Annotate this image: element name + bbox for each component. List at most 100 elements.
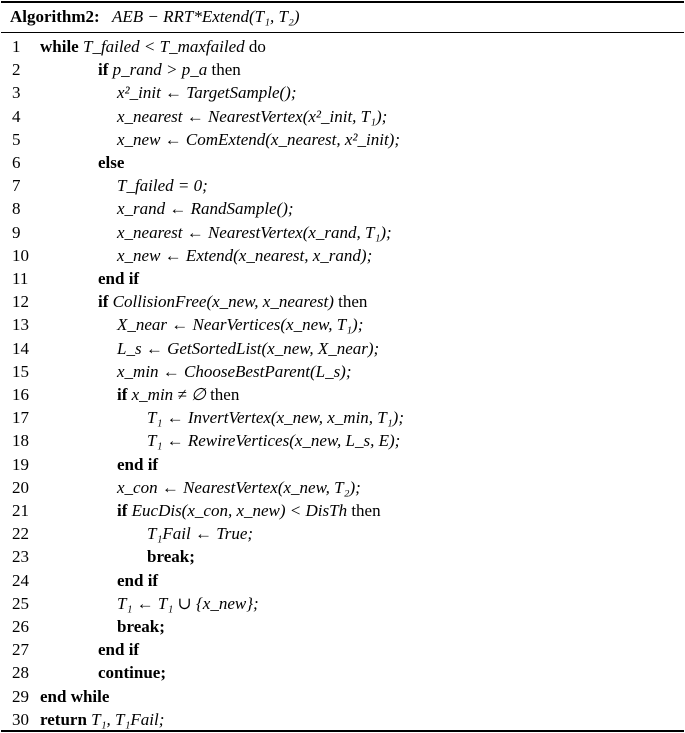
keyword: else [98,153,125,172]
line-number: 11 [12,269,29,288]
line-code: while T_failed < T_maxfailed do [40,35,266,58]
expression: p_rand > p_a [112,60,208,80]
algorithm-title: Algorithm2: AEB − RRT*Extend(T₁, T₂) [10,4,300,30]
line-code: if CollisionFree(x_new, x_nearest) then [98,290,367,313]
line-number: 4 [12,106,21,126]
line-number: 1 [12,37,21,56]
expression: X_near ← NearVertices(x_new, T₁); [117,315,364,335]
line-number: 26 [12,617,29,636]
algorithm-line: 19 end if [0,453,685,476]
line-code: x_nearest ← NearestVertex(x_rand, T₁); [117,221,392,244]
keyword: end if [98,269,140,288]
expression: T₁ ← InvertVertex(x_new, x_min, T₁); [147,408,404,428]
line-code: x²_init ← TargetSample(); [117,81,297,104]
expression: x_new ← ComExtend(x_nearest, x²_init); [117,129,400,149]
line-number: 5 [12,129,21,149]
expression: x_con ← NearestVertex(x_new, T₂); [117,477,361,497]
line-code: end if [117,453,158,476]
line-code: T₁Fail ← True; [147,522,253,545]
line-code: return T₁, T₁Fail; [40,708,164,731]
expression: T_failed = 0; [117,176,208,196]
algorithm-line: 14 L_s ← GetSortedList(x_new, X_near); [0,337,685,360]
keyword: if [117,385,128,404]
keyword: return [40,709,87,729]
algorithm-line: 26 break; [0,615,685,638]
line-code: T₁ ← RewireVertices(x_new, L_s, E); [147,429,400,452]
algorithm-label: Algorithm2: [10,7,100,26]
expression: x_nearest ← NearestVertex(x²_init, T₁); [117,106,388,126]
line-code: x_min ← ChooseBestParent(L_s); [117,360,352,383]
keyword: end if [117,570,159,590]
line-code: x_nearest ← NearestVertex(x²_init, T₁); [117,105,387,128]
line-code: break; [147,545,195,568]
line-code: end if [98,638,139,661]
line-number: 10 [12,245,29,265]
expression: T₁Fail ← True; [147,524,254,544]
line-number: 15 [12,361,29,381]
line-number: 25 [12,593,29,613]
algorithm-line: 7 T_failed = 0; [0,174,685,197]
top-rule [1,1,684,3]
line-code: continue; [98,661,166,684]
line-number: 2 [12,60,21,80]
algorithm-line: 16 if x_min ≠ ∅ then [0,383,685,406]
line-code: T_failed = 0; [117,174,208,197]
keyword: if [98,292,109,312]
line-number: 21 [12,501,29,520]
line-number: 29 [12,686,29,706]
line-number: 27 [12,640,29,660]
line-number: 7 [12,176,21,196]
line-number: 19 [12,454,29,474]
line-code: L_s ← GetSortedList(x_new, X_near); [117,337,379,360]
expression: T₁ ← RewireVertices(x_new, L_s, E); [147,431,401,451]
line-number: 8 [12,199,21,219]
algorithm-line: 22 T₁Fail ← True; [0,522,685,545]
then-keyword: then [211,60,241,80]
line-number: 6 [12,153,21,172]
line-number: 16 [12,385,29,404]
then-keyword: then [210,385,240,404]
line-code: T₁ ← InvertVertex(x_new, x_min, T₁); [147,406,404,429]
line-code: x_rand ← RandSample(); [117,197,294,220]
algorithm-line: 5 x_new ← ComExtend(x_nearest, x²_init); [0,128,685,151]
keyword: while [40,37,79,56]
line-code: x_new ← ComExtend(x_nearest, x²_init); [117,128,400,151]
algorithm-line: 4 x_nearest ← NearestVertex(x²_init, T₁); [0,105,685,128]
line-number: 12 [12,292,29,312]
line-number: 14 [12,338,29,358]
algorithm-line: 17 T₁ ← InvertVertex(x_new, x_min, T₁); [0,406,685,429]
line-number: 20 [12,477,29,497]
line-code: break; [117,615,165,638]
expression: x_min ← ChooseBestParent(L_s); [117,361,352,381]
algorithm-signature: AEB − RRT*Extend(T₁, T₂) [111,7,300,26]
expression: x²_init ← TargetSample(); [117,83,297,103]
expression: T_failed < T_maxfailed [82,37,245,56]
keyword: end if [98,640,140,660]
expression: x_min ≠ ∅ [131,385,206,404]
algorithm-line: 12 if CollisionFree(x_new, x_nearest) the… [0,290,685,313]
line-number: 9 [12,222,21,242]
line-number: 17 [12,408,29,428]
algorithm-line: 8 x_rand ← RandSample(); [0,197,685,220]
keyword: break; [117,617,165,636]
line-number: 24 [12,570,29,590]
algorithm-line: 9 x_nearest ← NearestVertex(x_rand, T₁); [0,221,685,244]
algorithm-line: 24 end if [0,569,685,592]
line-number: 22 [12,524,29,544]
keyword: if [98,60,109,80]
algorithm-line: 25 T₁ ← T₁ ∪ {x_new}; [0,592,685,615]
then-keyword: do [248,37,266,56]
expression: L_s ← GetSortedList(x_new, X_near); [117,338,380,358]
expression: T₁ ← T₁ ∪ {x_new}; [117,593,259,613]
line-number: 18 [12,431,29,451]
algorithm-line: 11 end if [0,267,685,290]
line-code: end if [117,569,158,592]
keyword: break; [147,547,195,567]
bottom-rule [1,730,684,732]
